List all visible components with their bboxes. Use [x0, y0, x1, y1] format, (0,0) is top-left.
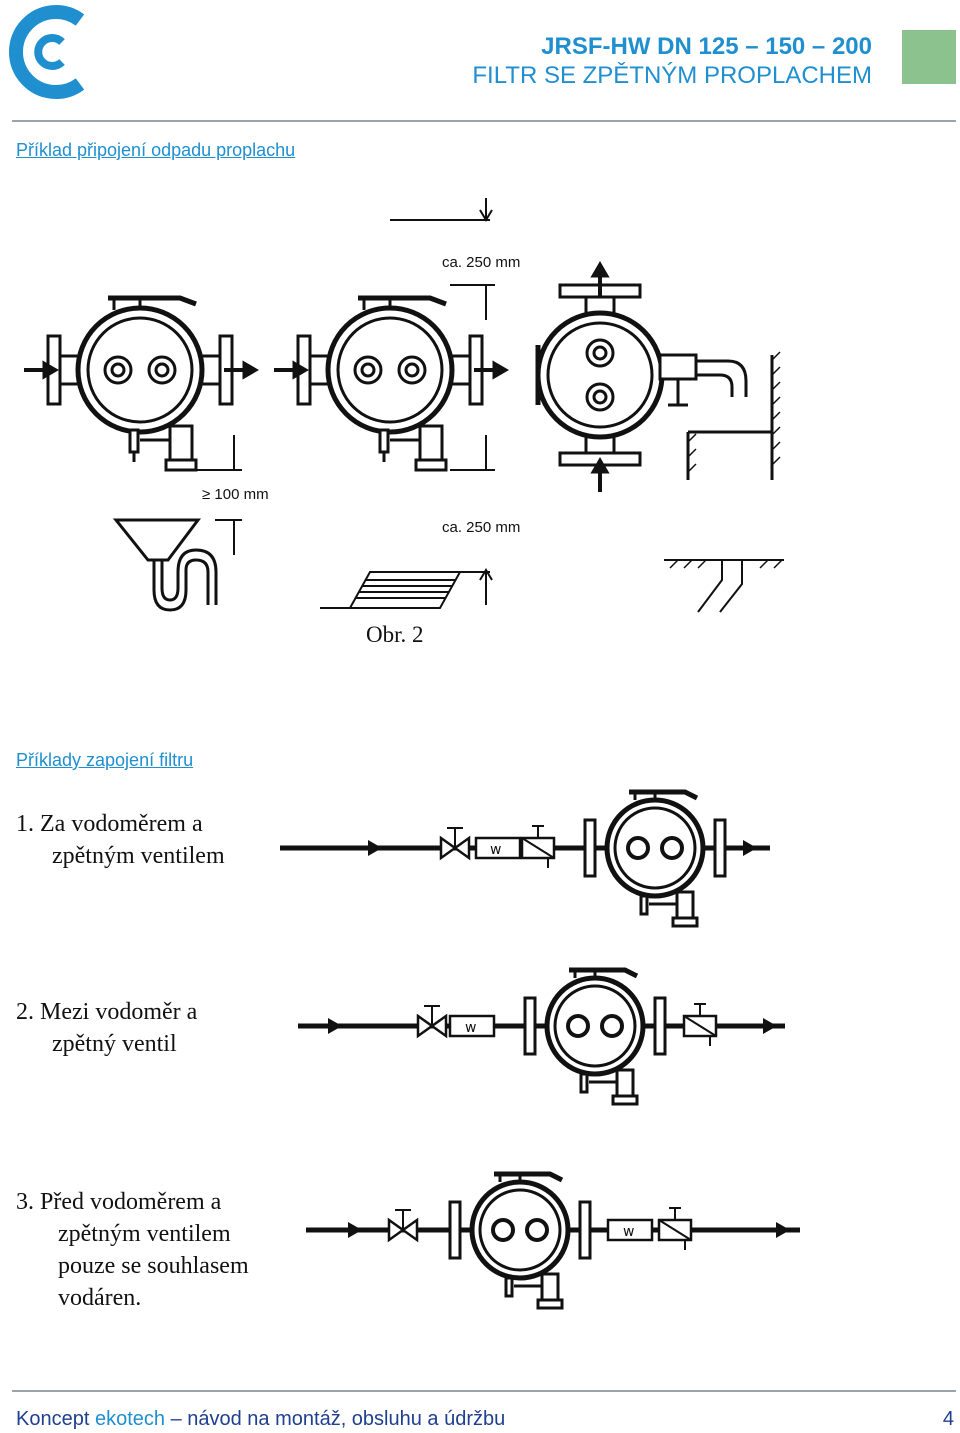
section-title-connection: Příklady zapojení filtru	[16, 750, 194, 770]
scenario-3-line-1: 3. Před vodoměrem a	[16, 1189, 222, 1215]
meter-letter-1: w	[490, 842, 501, 858]
scenario-3-label: 3. Před vodoměrem a zpětným ventilem pou…	[16, 1186, 249, 1314]
document-subtitle: FILTR SE ZPĚTNÝM PROPLACHEM	[472, 62, 872, 89]
connection-diagrams: w w w	[270, 780, 810, 1320]
scenario-3-line-2: zpětným ventilem	[58, 1221, 231, 1247]
dimension-label-top: ca. 250 mm	[442, 254, 521, 271]
footer-brand: ekotech	[94, 1408, 166, 1430]
page-number: 4	[942, 1408, 954, 1430]
footer-text: Koncept ekotech – návod na montáž, obslu…	[16, 1408, 505, 1431]
footer-suffix: – návod na montáž, obsluhu a údržbu	[165, 1408, 506, 1430]
scenario-3-line-4: vodáren.	[58, 1285, 142, 1311]
header-divider	[12, 120, 956, 122]
c-logo-icon	[9, 5, 85, 99]
scenario-2-line-2: zpětný ventil	[52, 1031, 177, 1057]
document-title: JRSF-HW DN 125 – 150 – 200	[541, 33, 872, 60]
document-header: JRSF-HW DN 125 – 150 – 200 FILTR SE ZPĚT…	[472, 32, 872, 90]
scenario-1-line-1: 1. Za vodoměrem a	[16, 811, 203, 837]
figure-caption: Obr. 2	[366, 622, 424, 647]
dimension-label-middle: ≥ 100 mm	[202, 486, 269, 503]
meter-letter-3: w	[623, 1224, 634, 1240]
section-title-drain: Příklad připojení odpadu proplachu	[16, 140, 296, 160]
scenario-3-line-3: pouze se souhlasem	[58, 1253, 249, 1279]
footer-divider	[12, 1390, 956, 1392]
scenario-2-line-1: 2. Mezi vodoměr a	[16, 999, 198, 1025]
footer-prefix: Koncept	[16, 1408, 95, 1430]
drain-connection-figure	[20, 180, 800, 660]
scenario-1-line-2: zpětným ventilem	[52, 843, 225, 869]
meter-letter-2: w	[465, 1020, 476, 1036]
scenario-1-label: 1. Za vodoměrem a zpětným ventilem	[16, 808, 225, 872]
dimension-label-bottom: ca. 250 mm	[442, 519, 521, 536]
scenario-2-label: 2. Mezi vodoměr a zpětný ventil	[16, 996, 197, 1060]
header-accent-box	[902, 30, 956, 84]
